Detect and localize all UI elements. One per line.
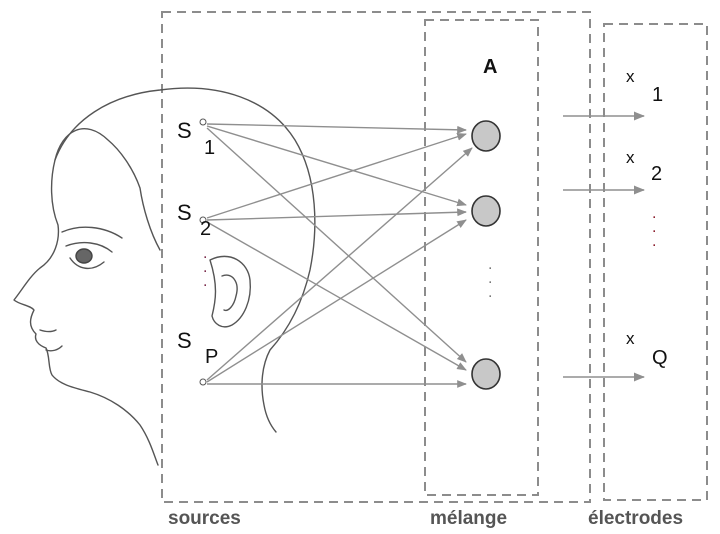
- matrix-label: A: [483, 56, 498, 78]
- mixing-node-3: [471, 358, 501, 390]
- arrow-s2-n2: [206, 208, 467, 221]
- source-2-letter: S: [177, 200, 192, 225]
- mixing-caption: mélange: [430, 508, 508, 529]
- electrode-q-index: Q: [652, 347, 668, 369]
- arrow-s2-n1: [206, 132, 467, 219]
- mixing-connections: [206, 123, 473, 388]
- source-1-letter: S: [177, 118, 192, 143]
- sources-ellipsis: . . .: [203, 245, 208, 290]
- electrodes-ellipsis: . . .: [652, 205, 657, 250]
- arrow-s1-n2: [206, 125, 467, 207]
- source-2-index: 2: [200, 218, 212, 240]
- mixing-ellipsis: . . .: [488, 256, 493, 301]
- source-marker-p: [199, 378, 207, 386]
- source-1-index: 1: [204, 137, 216, 159]
- head-profile: [13, 87, 316, 466]
- electrode-2-index: 2: [651, 163, 663, 185]
- mixing-node-1: [471, 120, 501, 152]
- electrode-q-letter: x: [626, 329, 635, 348]
- source-p-index: P: [205, 346, 219, 368]
- sources-box: [161, 11, 591, 503]
- electrode-1-index: 1: [652, 84, 664, 106]
- source-marker-2: [199, 216, 207, 224]
- electrodes-caption: électrodes: [588, 508, 684, 529]
- source-marker-1: [199, 118, 207, 126]
- mixing-node-2: [471, 195, 501, 227]
- electrode-2-letter: x: [626, 148, 635, 167]
- mixing-box: [424, 19, 539, 496]
- arrow-sp-n1: [206, 147, 473, 381]
- electrode-arrows: [563, 111, 646, 382]
- arrow-s2-n3: [206, 221, 467, 371]
- arrow-s1-n1: [206, 123, 467, 134]
- electrode-1-letter: x: [626, 67, 635, 86]
- arrow-sp-n2: [206, 219, 467, 383]
- arrow-s1-n3: [206, 127, 467, 363]
- source-p-letter: S: [177, 328, 192, 353]
- sources-caption: sources: [168, 508, 241, 529]
- electrodes-box: [603, 23, 708, 501]
